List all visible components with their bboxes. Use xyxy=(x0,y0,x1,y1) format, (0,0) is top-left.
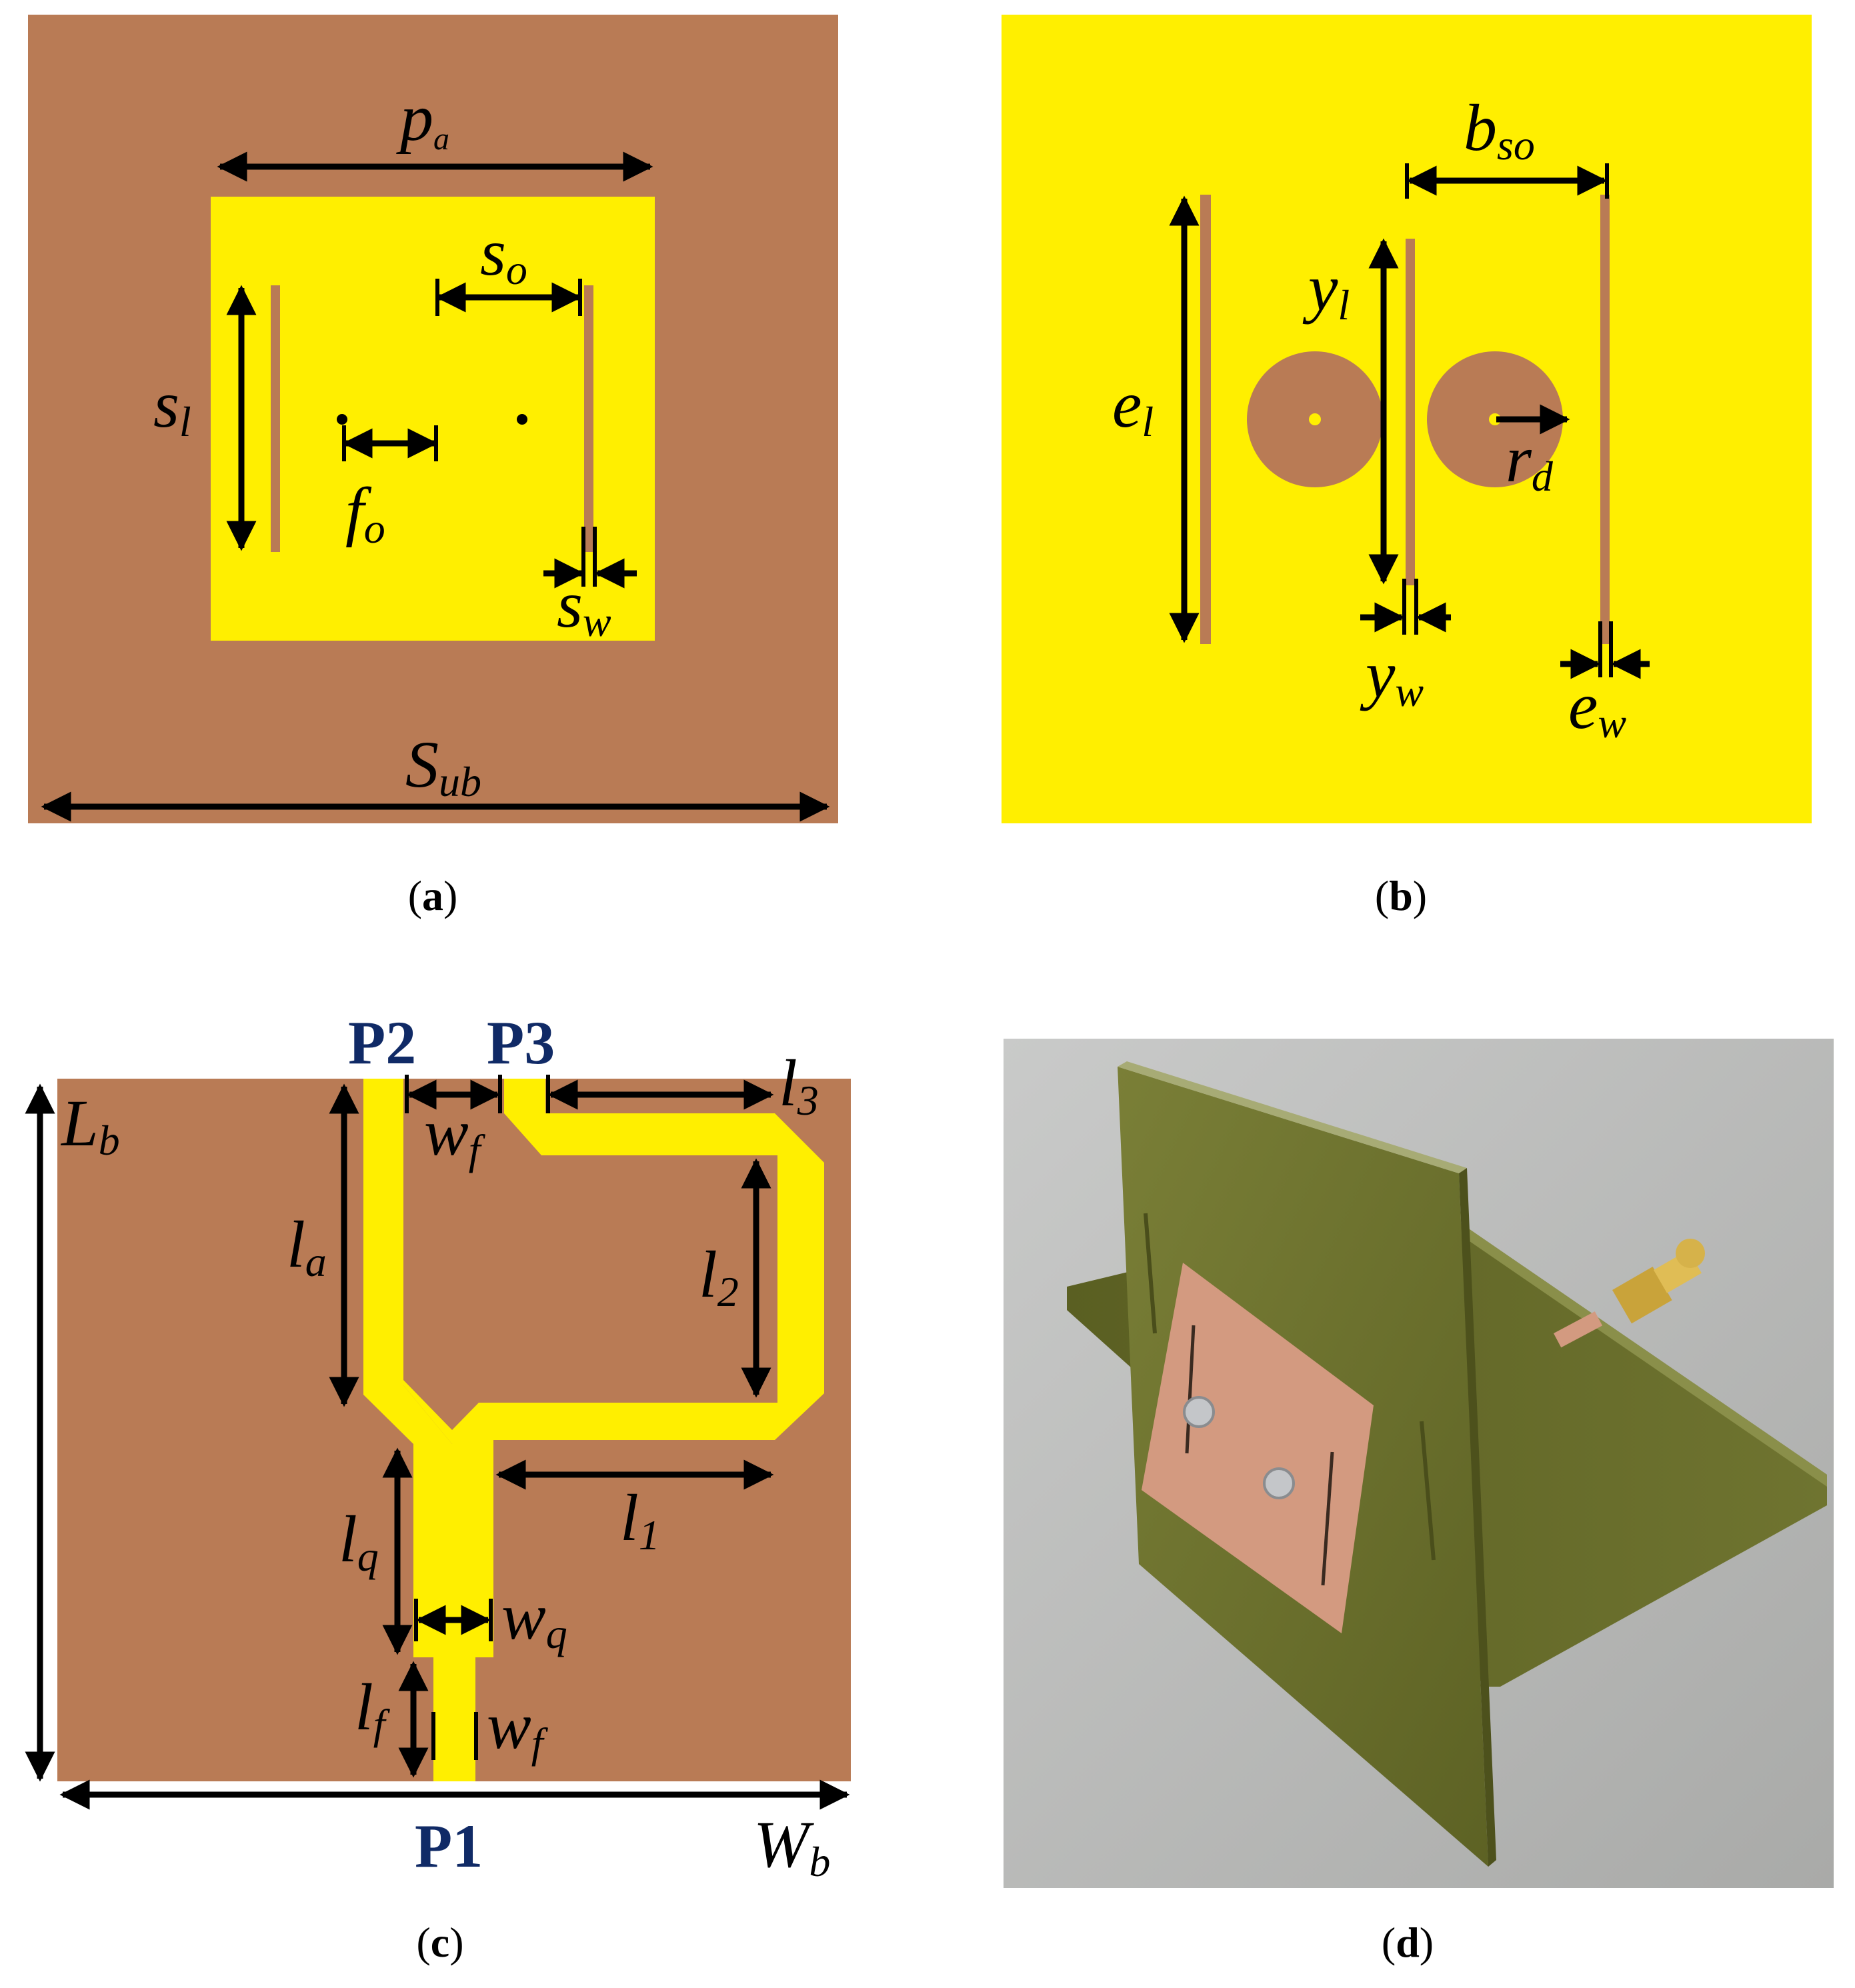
sub-label: Sub xyxy=(405,727,481,805)
panel-c-caption: (c) xyxy=(416,1919,463,1966)
la-label: la xyxy=(287,1207,327,1285)
quarter-wave-transformer xyxy=(413,1444,493,1657)
ground-slot-middle xyxy=(1406,239,1415,585)
l1-label: l1 xyxy=(620,1481,660,1559)
panel-b: bso yl el rd yw ew (b) xyxy=(1002,15,1812,919)
lb-label: Lb xyxy=(60,1086,120,1164)
solder-via-1 xyxy=(1183,1396,1215,1428)
yl-label: yl xyxy=(1302,251,1350,329)
port-p2-label: P2 xyxy=(348,1009,416,1077)
solder-via-2 xyxy=(1263,1467,1295,1499)
patch-slot-left xyxy=(1185,1325,1196,1454)
panel-b-caption: (b) xyxy=(1375,872,1427,919)
input-feed-line xyxy=(433,1657,475,1781)
right-slot xyxy=(584,285,593,552)
panel-a-caption: (a) xyxy=(408,872,458,919)
via-left xyxy=(1309,413,1321,425)
el-label: el xyxy=(1112,367,1154,445)
panel-d-prototype-photo: (d) xyxy=(1004,1039,1834,1966)
so-label: so xyxy=(480,215,527,293)
l2-label: l2 xyxy=(699,1237,739,1315)
ground-slot-left xyxy=(1200,195,1211,644)
panel-c: P2 P3 P1 Lb Wb wf l3 la l2 l1 lq xyxy=(25,1009,851,1966)
lq-label: lq xyxy=(339,1502,379,1580)
board-slot-left xyxy=(1144,1213,1157,1334)
board-slot-right xyxy=(1420,1421,1436,1561)
copper-patch xyxy=(1142,1263,1374,1633)
radiator-board-side xyxy=(1459,1168,1496,1867)
ew-label: ew xyxy=(1568,669,1626,747)
wf-top-label: wf xyxy=(424,1095,486,1173)
l3-label: l3 xyxy=(779,1046,819,1124)
ground-slot-right xyxy=(1600,195,1610,644)
rd-label: rd xyxy=(1506,422,1554,500)
radiator-board-edge xyxy=(1118,1061,1467,1173)
bso-label: bso xyxy=(1464,91,1535,169)
pa-label: pa xyxy=(396,81,449,157)
port-p1-label: P1 xyxy=(415,1812,483,1880)
feed-point-left xyxy=(337,414,347,425)
sl-label: sl xyxy=(153,367,191,445)
left-slot xyxy=(271,285,280,552)
microstrip-on-board xyxy=(1553,1311,1603,1348)
wb-label: Wb xyxy=(753,1807,830,1885)
port-p3-label: P3 xyxy=(487,1009,555,1077)
panel-d-caption: (d) xyxy=(1382,1919,1434,1966)
panel-a: pa so sl fo sw Sub (a) xyxy=(28,15,838,919)
yw-label: yw xyxy=(1360,637,1424,715)
branch-arm-right xyxy=(452,1079,824,1444)
sw-label: sw xyxy=(557,567,611,645)
branch-junction xyxy=(403,1380,493,1444)
patch-slot-right xyxy=(1321,1451,1334,1586)
feed-point-center xyxy=(517,414,527,425)
sma-connector xyxy=(1612,1239,1705,1324)
wq-label: wq xyxy=(501,1579,567,1657)
branch-arm-left xyxy=(363,1079,452,1444)
feed-board-edge xyxy=(1427,1200,1827,1487)
wf-bot-label: wf xyxy=(487,1689,549,1767)
